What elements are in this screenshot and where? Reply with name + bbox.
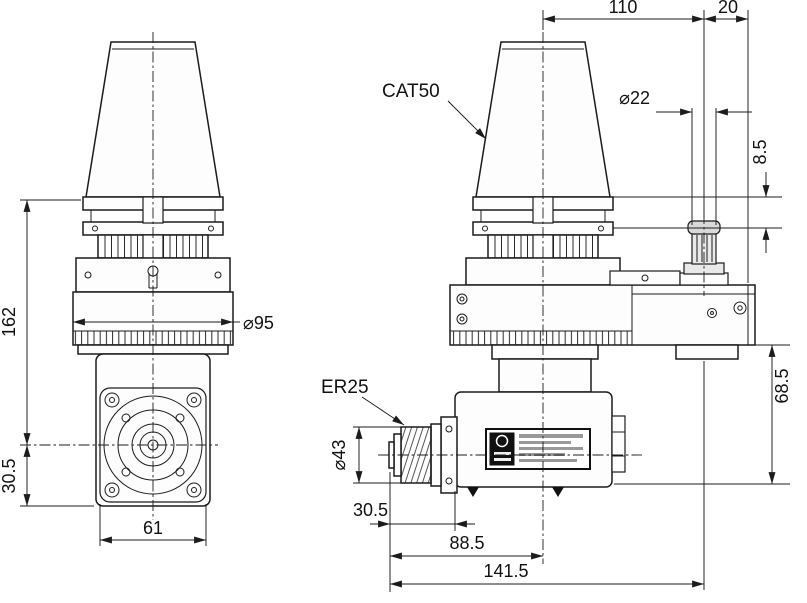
name-plate (485, 428, 591, 470)
er25-callout: ER25 (321, 377, 405, 426)
dim-axis-to-nose: 88.5 (390, 533, 543, 560)
stop-arm-bar (609, 270, 681, 286)
dim-label-68-5: 68.5 (772, 368, 792, 403)
dim-axis-to-bottom: 30.5 (0, 445, 94, 507)
stop-pin (609, 213, 729, 296)
corner-bolts (104, 392, 202, 498)
side-view (378, 32, 756, 564)
dim-pin-dia: ⌀22 (619, 88, 752, 225)
dim-label-30-5-right: 30.5 (353, 500, 388, 520)
dim-label-43: ⌀43 (329, 440, 349, 471)
dim-label-8-5: 8.5 (750, 139, 770, 164)
angle-head-body (454, 391, 626, 497)
dim-label-110: 110 (609, 0, 638, 17)
index-pointer-left (467, 487, 479, 497)
dim-label-88-5: 88.5 (449, 533, 484, 553)
logo-icon (495, 434, 509, 448)
dim-flange-height: 8.5 (613, 139, 782, 253)
graduation-ticks (74, 331, 232, 345)
arm-foot (675, 344, 739, 360)
dim-label-162: 162 (0, 307, 19, 337)
dim-label-body-dia: ⌀95 (243, 313, 274, 333)
index-pointer-right (552, 487, 564, 497)
dim-gauge-to-axis: 162 (0, 199, 81, 445)
dim-face-width: 61 (99, 504, 207, 546)
er25-label: ER25 (321, 377, 369, 398)
dim-label-22: ⌀22 (619, 88, 650, 108)
dim-label-20: 20 (718, 0, 738, 17)
dim-overall-length: 141.5 (390, 361, 705, 590)
cat50-label: CAT50 (382, 81, 440, 102)
spindle-neck (491, 344, 599, 393)
dim-collet-dia: ⌀43 (329, 426, 401, 484)
dim-nose-length: 30.5 (353, 472, 475, 592)
dimensions: ⌀95 162 30.5 61 110 20 (0, 0, 792, 592)
cat50-callout: CAT50 (382, 81, 487, 140)
side-boss (611, 415, 626, 473)
dim-arm-to-face: 68.5 (614, 344, 792, 485)
front-view (20, 32, 234, 520)
dim-label-141-5: 141.5 (483, 561, 528, 581)
dim-label-61: 61 (143, 518, 163, 538)
dim-top-span: 110 20 (542, 0, 749, 283)
dim-label-30-5-left: 30.5 (0, 458, 19, 493)
graduation-ticks-side (452, 331, 628, 345)
dim-body-dia: ⌀95 (73, 313, 274, 333)
